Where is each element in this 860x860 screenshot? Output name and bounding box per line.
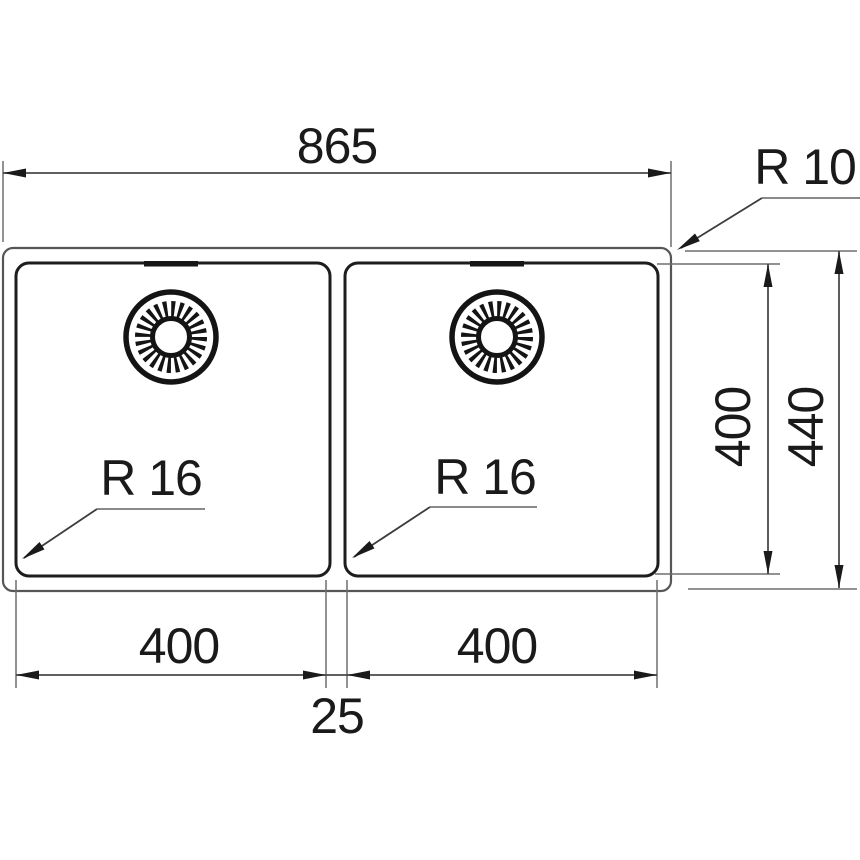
arrowhead-down bbox=[763, 551, 773, 574]
arrowhead bbox=[22, 542, 45, 559]
callout-left-bowl-radius: R 16 bbox=[22, 450, 205, 559]
arrowhead-right bbox=[634, 670, 657, 680]
right-bowl-width-label: 400 bbox=[457, 618, 537, 674]
left-bowl-radius-label: R 16 bbox=[100, 450, 202, 506]
arrowhead-right bbox=[648, 168, 671, 178]
dimension-bottom-chain: 400 400 25 bbox=[15, 580, 658, 744]
left-bowl-width-label: 400 bbox=[139, 618, 219, 674]
sink-body bbox=[1, 246, 673, 593]
callout-outer-radius: R 10 bbox=[677, 139, 860, 250]
arrowhead-left bbox=[3, 168, 26, 178]
right-bowl-overflow-mark bbox=[470, 261, 524, 267]
arrowhead bbox=[352, 541, 375, 558]
sink-outer-outline bbox=[1, 246, 673, 593]
left-bowl-overflow-mark bbox=[144, 261, 198, 267]
callout-right-bowl-radius: R 16 bbox=[352, 449, 537, 558]
overall-width-label: 865 bbox=[297, 118, 377, 174]
arrowhead-up bbox=[763, 264, 773, 287]
dimension-overall-depth: 440 bbox=[685, 250, 857, 590]
arrowhead-down bbox=[834, 565, 844, 588]
dimension-bowl-depth: 400 bbox=[655, 263, 780, 575]
dimension-overall-width: 865 bbox=[2, 118, 672, 247]
arrowhead-left bbox=[347, 670, 370, 680]
overall-depth-label: 440 bbox=[778, 387, 834, 467]
center-divider-width-label: 25 bbox=[310, 688, 364, 744]
arrowhead-right bbox=[303, 670, 326, 680]
outer-radius-label: R 10 bbox=[754, 139, 856, 195]
right-bowl-radius-label: R 16 bbox=[434, 449, 536, 505]
left-drain-icon bbox=[123, 289, 219, 385]
arrowhead bbox=[677, 233, 700, 250]
arrowhead-up bbox=[834, 251, 844, 274]
right-bowl-outline bbox=[343, 261, 660, 578]
right-drain-icon bbox=[449, 289, 545, 385]
bowl-depth-label: 400 bbox=[705, 387, 761, 467]
arrowhead-left bbox=[16, 670, 39, 680]
